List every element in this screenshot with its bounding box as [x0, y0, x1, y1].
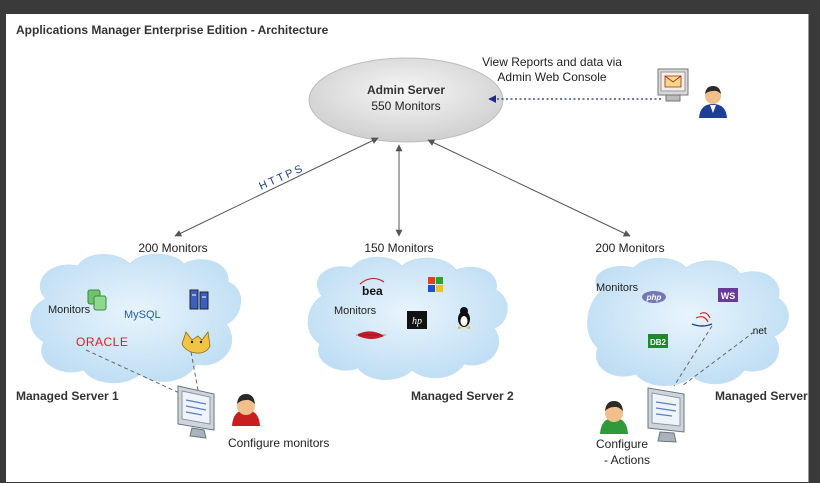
admin-to-server3-arrow	[427, 139, 631, 237]
linux-tux-icon	[458, 307, 470, 329]
server1-monitor-count: 200 Monitors	[138, 241, 207, 255]
ws-logo: WS	[718, 288, 738, 302]
db2-logo: DB2	[648, 334, 668, 348]
hp-logo: hp	[407, 311, 427, 329]
server3-monitors-label: Monitors	[596, 282, 639, 294]
server-group-icon	[87, 289, 107, 311]
configure-caption-line1: Configure	[596, 437, 648, 451]
managed-server3-cloud	[587, 257, 789, 387]
workstation1-monitor-icon	[177, 385, 215, 439]
oracle-logo: ORACLE	[76, 335, 128, 349]
java-logo-icon	[691, 312, 713, 327]
server1-monitors-label: Monitors	[48, 304, 91, 316]
db2-logo-text: DB2	[650, 338, 667, 347]
feather-logo-icon	[356, 331, 386, 339]
server2-monitors-label: Monitors	[334, 305, 377, 317]
admin-server-ellipse	[308, 57, 504, 143]
architecture-diagram: Applications Manager Enterprise Edition …	[6, 14, 809, 482]
server-rack-icon	[189, 289, 209, 310]
java-to-workstation3-line	[673, 325, 713, 387]
hp-logo-text: hp	[412, 316, 422, 327]
workstation1-user-icon	[232, 394, 260, 426]
managed-server1-label: Managed Server 1	[16, 389, 119, 403]
mysql-logo: MySQL	[124, 309, 161, 321]
managed-server3-label: Managed Server	[715, 389, 808, 403]
admin-monitors-label: 550 Monitors	[371, 99, 440, 113]
tomcat-icon	[181, 330, 211, 354]
admin-server-label: Admin Server	[367, 83, 445, 97]
bea-logo-text: bea	[362, 284, 383, 298]
configure-monitors-caption: Configure monitors	[228, 436, 329, 450]
diagram-canvas: Applications Manager Enterprise Edition …	[16, 23, 808, 467]
diagram-title: Applications Manager Enterprise Edition …	[16, 23, 329, 37]
workstation3-monitor-icon	[647, 387, 685, 443]
admin-console-monitor-icon	[657, 68, 689, 102]
admin-to-server1-arrow	[174, 137, 379, 237]
dotnet-to-workstation3-line	[681, 331, 755, 387]
console-text-line2: Admin Web Console	[497, 70, 606, 84]
configure-caption-line2: - Actions	[604, 453, 650, 467]
oracle-to-workstation1-line	[85, 349, 187, 397]
windows-logo-icon	[428, 277, 443, 292]
server2-monitor-count: 150 Monitors	[364, 241, 433, 255]
php-logo-text: php	[646, 293, 662, 302]
php-logo: php	[642, 291, 666, 303]
admin-user-icon	[699, 86, 727, 118]
bea-logo: bea	[359, 277, 385, 298]
server3-monitor-count: 200 Monitors	[595, 241, 664, 255]
console-text-line1: View Reports and data via	[482, 55, 622, 69]
dotnet-logo: .net	[750, 326, 767, 337]
ws-logo-text: WS	[721, 291, 736, 301]
managed-server2-label: Managed Server 2	[411, 389, 514, 403]
workstation3-user-icon	[600, 401, 628, 434]
https-label: HTTPS	[257, 162, 306, 193]
